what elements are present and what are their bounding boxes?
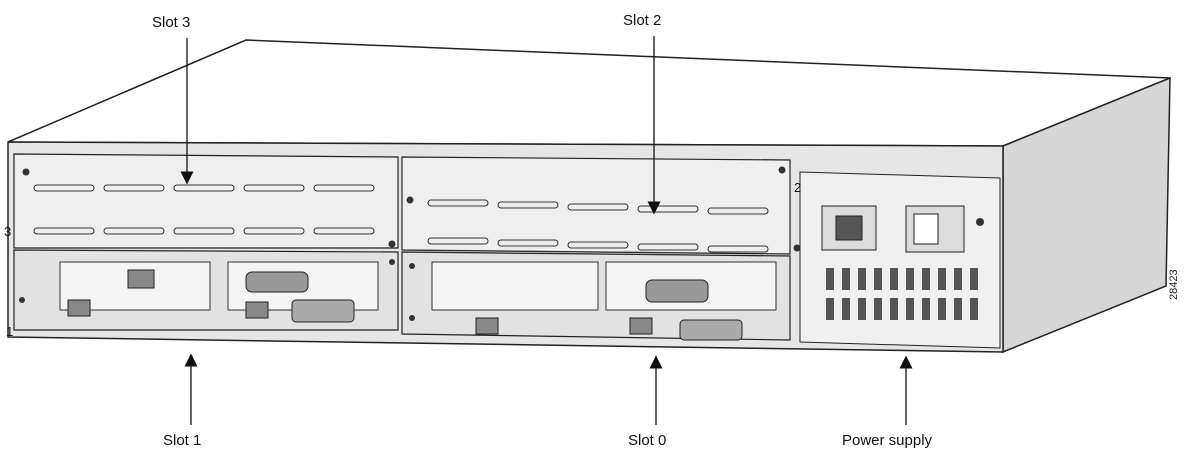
slot-1-bay bbox=[13, 249, 399, 331]
bay-number-2: 2 bbox=[794, 180, 801, 195]
slot-3-bay bbox=[13, 153, 399, 249]
slot-2-bay bbox=[401, 156, 801, 255]
slot-0-bay bbox=[401, 251, 791, 341]
power-supply-unit bbox=[799, 171, 1001, 349]
figure-id: 28423 bbox=[1168, 269, 1180, 300]
bay-number-1: 1 bbox=[6, 324, 13, 339]
slot-1-label: Slot 1 bbox=[163, 432, 202, 449]
slot-2-label: Slot 2 bbox=[623, 12, 662, 29]
slot-3-label: Slot 3 bbox=[152, 14, 191, 31]
bay-number-3: 3 bbox=[4, 224, 11, 239]
slot-0-label: Slot 0 bbox=[628, 432, 667, 449]
chassis-top bbox=[7, 39, 1171, 147]
power-supply-label: Power supply bbox=[842, 432, 933, 449]
